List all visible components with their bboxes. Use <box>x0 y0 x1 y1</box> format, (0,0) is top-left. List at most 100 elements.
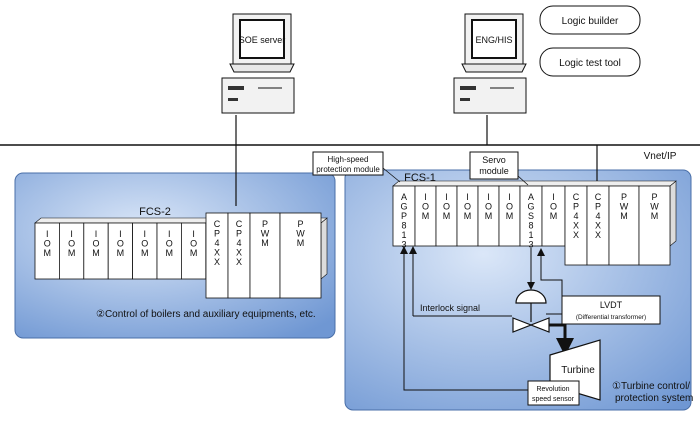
fcs2-cp-module-glyph: X <box>236 257 242 267</box>
vnet-label: Vnet/IP <box>644 151 677 162</box>
fcs2-cp-module-glyph: X <box>214 248 220 258</box>
fcs2-iom-module: IOM <box>83 222 109 280</box>
fcs1-caption-1: ①Turbine control/ <box>612 381 690 392</box>
servo-label-1: Servo <box>482 155 506 165</box>
fcs1-agp813-module-glyph: A <box>401 192 407 202</box>
fcs1-iom-module-glyph: I <box>424 192 427 202</box>
high-speed-protection-callout <box>312 151 384 176</box>
fcs2-pwm-module: PWM <box>249 212 281 299</box>
fcs1-iom-module-glyph: O <box>464 202 471 212</box>
fcs1-iom-module-glyph: M <box>506 211 514 221</box>
fcs1-pwm-module-glyph: P <box>621 192 627 202</box>
fcs1-ags813-module-glyph: 1 <box>528 230 533 240</box>
fcs2-iom-module-glyph: I <box>144 229 147 239</box>
fcs2-iom-module: IOM <box>34 222 60 280</box>
fcs2-iom-module-glyph: M <box>43 248 51 258</box>
fcs2-cp-module-glyph: P <box>214 229 220 239</box>
fcs1-iom-module-glyph: M <box>422 211 430 221</box>
revolution-label-2: speed sensor <box>532 396 575 403</box>
fcs1-cp-module-glyph: X <box>595 230 601 240</box>
fcs2-cp-module-glyph: X <box>214 257 220 267</box>
fcs2-caption: ②Control of boilers and auxiliary equipm… <box>96 309 316 320</box>
fcs1-module-rack: AGP813IOMIOMIOMIOMIOMAGS813IOMCP4XXCP4XX… <box>392 180 677 266</box>
lvdt-box <box>561 295 661 325</box>
fcs1-iom-module-glyph: O <box>422 202 429 212</box>
fcs1-pwm-module-glyph: M <box>620 211 628 221</box>
turbine-label: Turbine <box>561 365 595 376</box>
fcs2-pwm-module-body <box>279 212 322 299</box>
fcs2-cp-module-glyph: 4 <box>236 238 241 248</box>
soe-server-label: SOE server <box>239 35 286 45</box>
fcs2-iom-module-body <box>107 222 133 280</box>
fcs1-cp-module-glyph: C <box>573 192 580 202</box>
servo-module-callout <box>469 151 519 180</box>
fcs2-iom-module-glyph: I <box>70 229 73 239</box>
servo-leader <box>517 175 529 186</box>
fcs2-iom-module-glyph: M <box>165 248 173 258</box>
logic-builder-label: Logic builder <box>562 16 619 27</box>
fcs2-iom-module-glyph: O <box>166 239 173 249</box>
fcs2-title: FCS-2 <box>139 206 171 218</box>
fcs1-iom-module-glyph: M <box>443 211 451 221</box>
fcs1-cp-module-glyph: P <box>595 202 601 212</box>
fcs2-iom-module: IOM <box>132 222 158 280</box>
fcs2-iom-module-body <box>156 222 182 280</box>
revolution-label-1: Revolution <box>536 386 569 393</box>
fcs1-pwm-module-body <box>638 185 671 266</box>
fcs1-ags813-module-glyph: 8 <box>528 221 533 231</box>
fcs2-iom-module-glyph: M <box>141 248 149 258</box>
fcs1-cp-module-glyph: 4 <box>573 211 578 221</box>
high-speed-label-2: protection module <box>316 165 380 174</box>
fcs2-pwm-module-glyph: P <box>297 219 303 229</box>
steam-flow <box>549 323 574 356</box>
fcs1-cp-module-glyph: P <box>573 202 579 212</box>
fcs1-iom-module-glyph: M <box>464 211 472 221</box>
fcs1-iom-module-glyph: O <box>506 202 513 212</box>
fcs2-iom-module-body <box>132 222 158 280</box>
eng-his-label: ENG/HIS <box>475 35 512 45</box>
fcs1-iom-module-glyph: I <box>552 192 555 202</box>
fcs1-pwm-module-glyph: M <box>651 211 659 221</box>
logic-builder-bubble <box>539 5 641 35</box>
fcs2-iom-module-glyph: O <box>141 239 148 249</box>
lvdt-sub: (Differential transformer) <box>576 314 646 321</box>
fcs1-iom-module: IOM <box>435 185 458 247</box>
fcs2-cp-module-glyph: C <box>214 219 221 229</box>
fcs2-iom-module-body <box>83 222 109 280</box>
fcs1-ags813-module-glyph: S <box>528 211 534 221</box>
fcs1-cp-module-glyph: X <box>573 221 579 231</box>
fcs1-iom-module: IOM <box>456 185 479 247</box>
soe-server-computer: SOE server <box>221 13 295 114</box>
fcs2-iom-module-glyph: M <box>117 248 125 258</box>
fcs2-pwm-module-glyph: M <box>261 238 269 248</box>
fcs2-iom-module-glyph: I <box>168 229 171 239</box>
high-speed-label-1: High-speed <box>328 155 369 164</box>
fcs2-iom-module-glyph: O <box>117 239 124 249</box>
fcs1-agp813-module-glyph: P <box>401 211 407 221</box>
fcs2-iom-module-glyph: M <box>92 248 100 258</box>
fcs1-caption-2: protection system <box>615 393 693 404</box>
fcs2-iom-module: IOM <box>59 222 85 280</box>
module-side <box>320 217 328 280</box>
fcs2-iom-module-glyph: O <box>190 239 197 249</box>
fcs2-iom-module: IOM <box>107 222 133 280</box>
fcs1-ags813-module-glyph: 3 <box>528 240 533 250</box>
fcs1-pwm-module: PWM <box>638 185 671 266</box>
module-top <box>392 180 677 187</box>
module-side <box>669 180 677 247</box>
fcs2-iom-module: IOM <box>180 222 207 280</box>
fcs2-iom-module-body <box>34 222 60 280</box>
fcs1-pwm-module-body <box>608 185 640 266</box>
fcs1-cp-module-glyph: X <box>595 221 601 231</box>
fcs2-cp-module-glyph: 4 <box>214 238 219 248</box>
fcs2-pwm-module-glyph: W <box>261 229 270 239</box>
fcs1-iom-module-glyph: O <box>550 202 557 212</box>
fcs1-pwm-module-glyph: P <box>651 192 657 202</box>
fcs1-cp-module-glyph: C <box>595 192 602 202</box>
fcs1-agp813-module-glyph: 3 <box>401 240 406 250</box>
fcs2-iom-module-glyph: I <box>192 229 195 239</box>
lvdt-feedback <box>537 248 563 302</box>
